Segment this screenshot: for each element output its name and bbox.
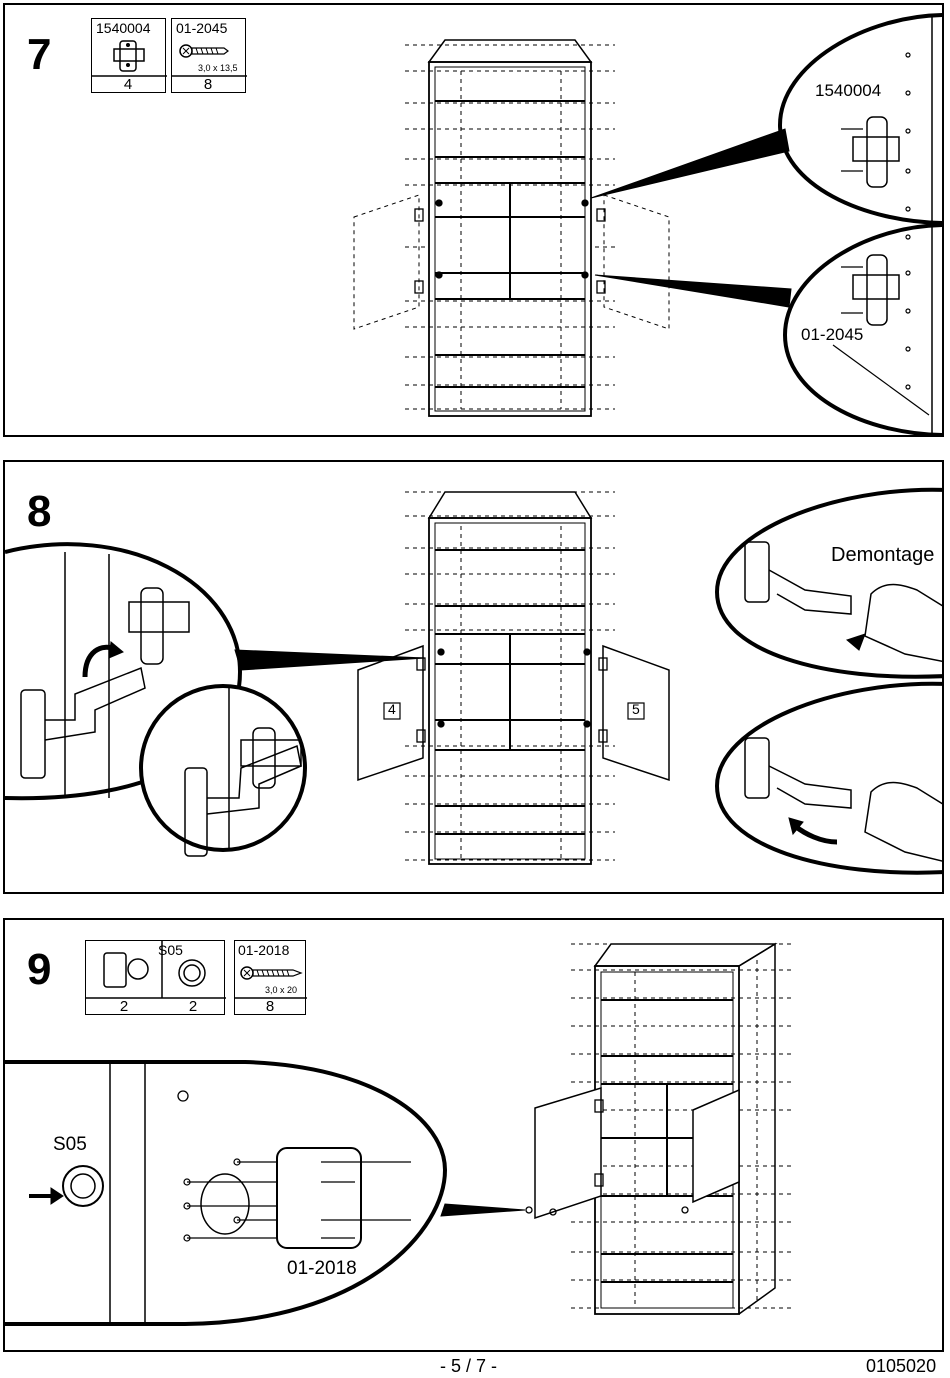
- cabinet-drawing: [353, 13, 942, 435]
- callout-label: S05: [53, 1134, 87, 1155]
- callout-label: 1540004: [815, 81, 882, 100]
- step-number: 7: [27, 30, 52, 79]
- part-code: 1540004: [96, 20, 151, 36]
- step-7-panel: 7 1540004 4 01-2045 3,0 x 13,5 8: [3, 3, 944, 437]
- door-label: 5: [632, 701, 640, 717]
- part-qty: 2: [188, 998, 198, 1015]
- callout-label: 01-2045: [801, 325, 864, 344]
- part-code: 01-2018: [238, 942, 290, 958]
- part-size: 3,0 x 20: [265, 985, 298, 995]
- callout-label: 01-2018: [287, 1258, 357, 1279]
- callout-label: Demontage: [831, 544, 935, 566]
- part-size: 3,0 x 13,5: [198, 63, 238, 73]
- screw-icon: [172, 44, 247, 77]
- cabinet-drawing: [5, 942, 795, 1326]
- page-number: - 5 / 7 -: [440, 1356, 498, 1376]
- cabinet-drawing: [5, 487, 942, 875]
- part-box-hinge: 1540004 4: [91, 18, 167, 93]
- part-qty: 4: [123, 76, 133, 93]
- part-code: 01-2045: [176, 20, 228, 36]
- part-box-lock: S05 2 2: [85, 940, 226, 1015]
- lock-icon: [86, 941, 226, 999]
- document-code: 0105020: [866, 1356, 937, 1376]
- part-box-screw: 01-2045 3,0 x 13,5 8: [171, 18, 247, 93]
- part-qty: 8: [265, 998, 275, 1015]
- step-8-panel: 8: [3, 460, 944, 894]
- hinge-plate-icon: [92, 40, 167, 77]
- part-qty: 8: [203, 76, 213, 93]
- door-label: 4: [388, 701, 396, 717]
- screw-icon: [235, 966, 307, 999]
- part-code: S05: [158, 942, 183, 958]
- step-number: 8: [27, 487, 52, 536]
- step-9-panel: 9 S05 2 2 01-2018 3,0 x 20 8: [3, 918, 944, 1352]
- step-number: 9: [27, 945, 52, 994]
- part-box-screw: 01-2018 3,0 x 20 8: [234, 940, 307, 1015]
- part-qty: 2: [119, 998, 129, 1015]
